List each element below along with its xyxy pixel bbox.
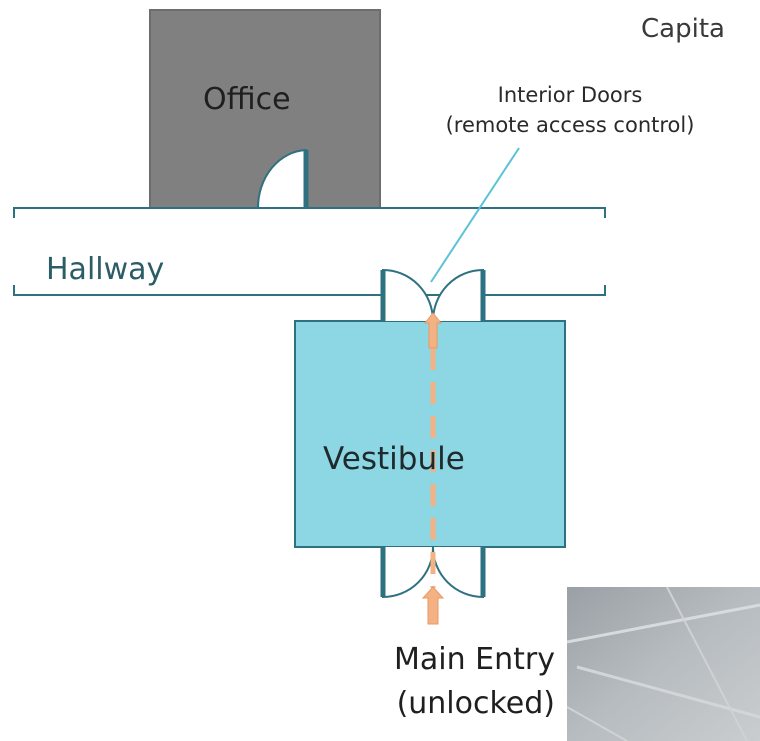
interior-doors [380,268,486,322]
ceiling-tiles-photo [567,587,760,741]
office-label: Office [203,82,291,117]
interior-doors-label: Interior Doors (remote access control) [383,80,757,140]
main-entry-arrow [421,586,445,625]
main-entry-label-line2: (unlocked) [396,686,555,721]
interior-doors-label-line1: Interior Doors [497,83,643,107]
office-room [149,9,381,209]
office-door [256,148,309,209]
vestibule-label: Vestibule [323,441,465,477]
vestibule-room [294,320,566,548]
interior-doors-label-line2: (remote access control) [445,113,695,137]
interior-doors-callout-line [430,147,520,283]
slide-title-partial: Capita [641,14,725,44]
hallway-label: Hallway [46,252,165,287]
main-entry-label-line1: Main Entry [394,642,555,677]
interior-door-arrow [423,312,443,349]
main-entry-label: Main Entry (unlocked) [330,638,555,726]
hallway-area [13,207,606,296]
